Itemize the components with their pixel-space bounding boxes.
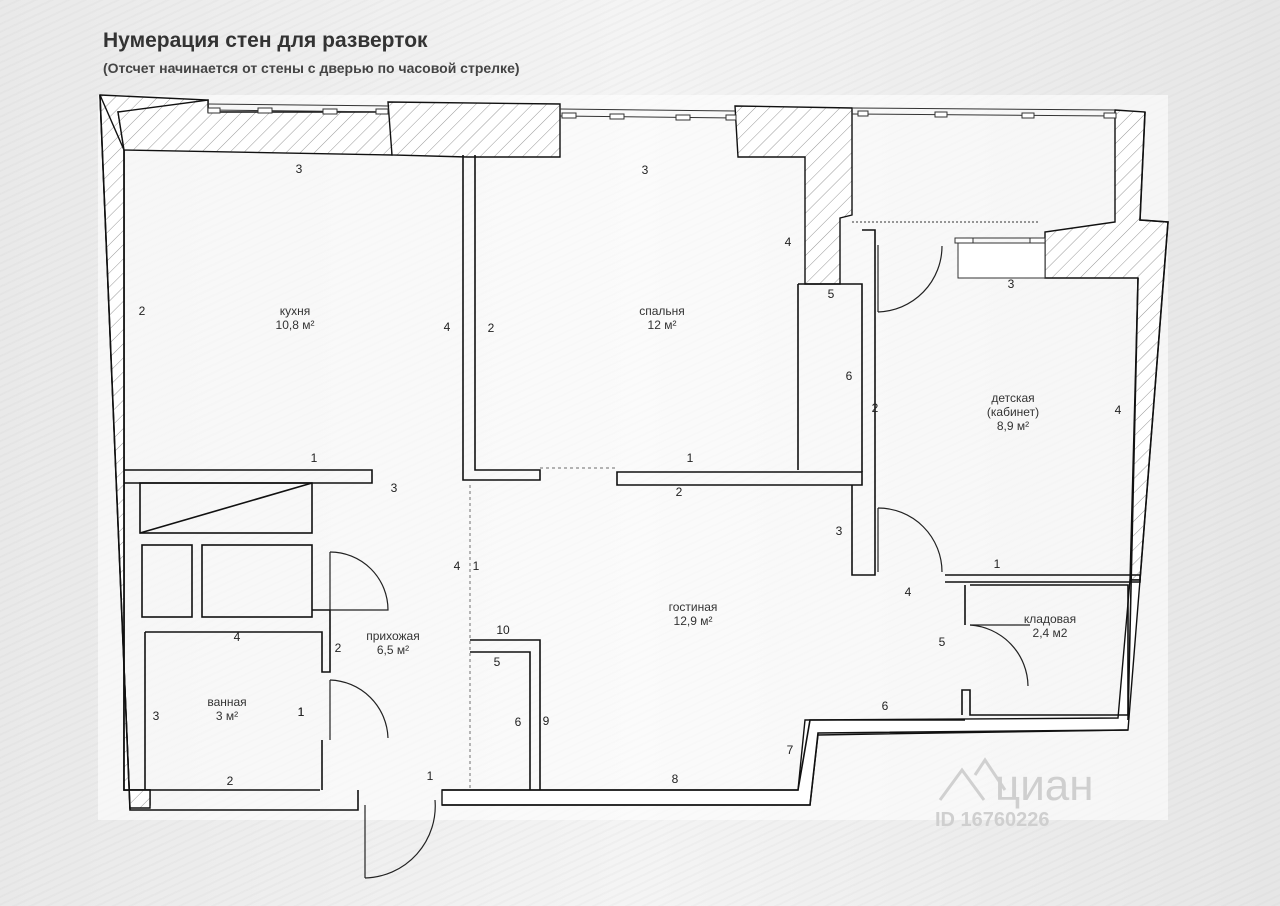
wall-number: 3 <box>296 162 303 176</box>
wall-number: 3 <box>836 524 843 538</box>
watermark-id: ID 16760226 <box>935 809 1050 831</box>
plan-sheet <box>98 95 1168 820</box>
wall-number: 8 <box>672 772 679 786</box>
wall-number: 2 <box>227 774 234 788</box>
windows <box>207 103 1117 279</box>
watermark-brand: циан <box>995 761 1094 810</box>
wall-number: 4 <box>905 585 912 599</box>
wall-number: 2 <box>335 641 342 655</box>
wall-number: 1 <box>298 705 305 719</box>
wall-number: 1 <box>687 451 694 465</box>
room-living-name: гостиная <box>669 600 718 614</box>
room-bedroom-name: спальня <box>639 304 685 318</box>
wall-number: 5 <box>939 635 946 649</box>
room-bedroom-area: 12 м² <box>648 318 677 332</box>
wall-number: 4 <box>454 559 461 573</box>
plan-subtitle: (Отсчет начинается от стены с дверью по … <box>103 60 520 76</box>
wall-number: 1 <box>427 769 434 783</box>
wall-number: 1 <box>473 559 480 573</box>
room-kids-area: 8,9 м² <box>997 419 1029 433</box>
room-bath-area: 3 м² <box>216 709 238 723</box>
interior-walls <box>99 94 1169 811</box>
wall-number: 1 <box>994 557 1001 571</box>
room-kitchen-area: 10,8 м² <box>276 318 315 332</box>
room-kitchen-name: кухня <box>280 304 311 318</box>
room-labels: кухня 10,8 м² спальня 12 м² детская (каб… <box>207 304 1076 723</box>
wall-number: 4 <box>234 630 241 644</box>
wall-number: 3 <box>391 481 398 495</box>
room-living-area: 12,9 м² <box>674 614 713 628</box>
cian-logo-icon <box>938 757 1007 801</box>
wall-number: 3 <box>642 163 649 177</box>
room-bath-name: ванная <box>207 695 246 709</box>
room-storage-name: кладовая <box>1024 612 1076 626</box>
wall-number: 2 <box>872 401 879 415</box>
wall-number: 2 <box>676 485 683 499</box>
wall-number: 7 <box>787 743 794 757</box>
wall-number: 3 <box>1008 277 1015 291</box>
wall-number: 6 <box>846 369 853 383</box>
doors <box>329 245 1030 879</box>
room-kids-name2: (кабинет) <box>987 405 1039 419</box>
wall-number: 3 <box>153 709 160 723</box>
wall-number: 6 <box>515 715 522 729</box>
wall-number: 1 <box>298 705 305 719</box>
watermark: циан ID 16760226 <box>935 757 1094 831</box>
room-hall-name: прихожая <box>366 629 419 643</box>
wall-number: 4 <box>444 320 451 334</box>
wall-number: 5 <box>494 655 501 669</box>
wall-number: 2 <box>488 321 495 335</box>
wall-number: 10 <box>496 623 510 637</box>
room-hall-area: 6,5 м² <box>377 643 409 657</box>
wall-numbers: 3 2 4 1 3 4 5 6 2 1 3 2 4 1 3 4 1 2 1 2 … <box>139 162 1122 788</box>
wall-number: 1 <box>311 451 318 465</box>
wall-number: 4 <box>785 235 792 249</box>
room-storage-area: 2,4 м2 <box>1033 626 1068 640</box>
room-kids-name: детская <box>991 391 1034 405</box>
plan-title: Нумерация стен для разверток <box>103 29 428 52</box>
wall-number: 5 <box>828 287 835 301</box>
wall-number: 4 <box>1115 403 1122 417</box>
wall-number: 9 <box>543 714 550 728</box>
wall-number: 2 <box>139 304 146 318</box>
wall-number: 6 <box>882 699 889 713</box>
